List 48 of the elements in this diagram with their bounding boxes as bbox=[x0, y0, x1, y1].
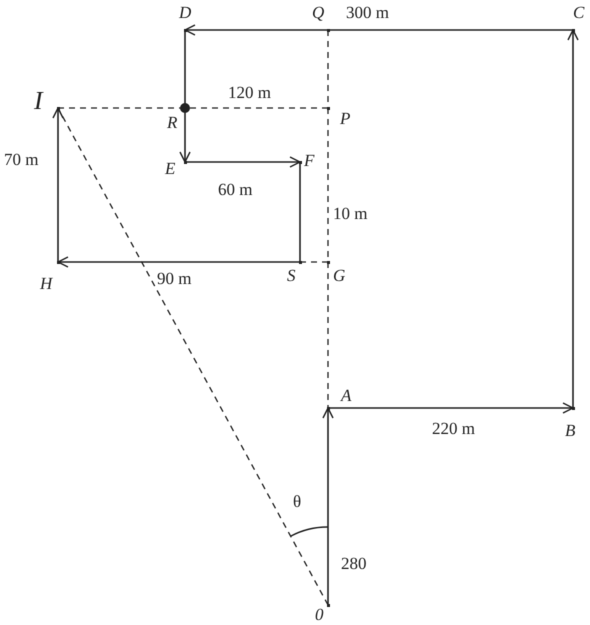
arrow bbox=[185, 156, 301, 168]
measure-label: 300 m bbox=[346, 4, 389, 21]
point-label: S bbox=[287, 267, 296, 284]
vertex-point bbox=[326, 260, 330, 264]
point-label: C bbox=[573, 4, 584, 21]
point-dot bbox=[180, 103, 190, 113]
arrow bbox=[57, 256, 300, 268]
arrow bbox=[328, 402, 574, 414]
measure-label: 70 m bbox=[4, 151, 38, 168]
vertex-point bbox=[184, 28, 186, 32]
point-label: E bbox=[165, 160, 176, 177]
point-label: P bbox=[340, 110, 350, 127]
point-label: F bbox=[304, 152, 314, 169]
point-label: D bbox=[179, 4, 192, 21]
measure-label: 120 m bbox=[228, 84, 271, 101]
measure-label: θ bbox=[293, 493, 302, 510]
point-label: G bbox=[333, 267, 346, 284]
measure-label: 220 m bbox=[432, 420, 475, 437]
vertex-point bbox=[326, 106, 330, 110]
vertex-point bbox=[326, 28, 330, 32]
arrow bbox=[52, 107, 64, 262]
point-label: I bbox=[34, 88, 43, 114]
vertex-point bbox=[298, 260, 302, 264]
measure-label: 10 m bbox=[333, 205, 368, 222]
vertex-point bbox=[184, 160, 186, 164]
point-label: H bbox=[40, 275, 52, 292]
dashed-line bbox=[57, 108, 329, 606]
point-label: A bbox=[341, 387, 352, 404]
vertex-point bbox=[326, 604, 330, 606]
dashed-line bbox=[300, 261, 328, 263]
arrow bbox=[184, 24, 573, 36]
point-label: Q bbox=[312, 4, 324, 21]
point-label: 0 bbox=[315, 606, 324, 623]
dashed-line bbox=[327, 262, 329, 408]
vertex-point bbox=[572, 406, 574, 410]
arrow bbox=[322, 407, 334, 605]
vertex-point bbox=[56, 106, 60, 110]
vertex-point bbox=[572, 28, 574, 32]
measure-label: 60 m bbox=[218, 181, 252, 198]
vertex-point bbox=[298, 160, 302, 164]
arrow bbox=[179, 30, 191, 163]
dashed-line bbox=[58, 107, 328, 109]
point-label: B bbox=[565, 422, 576, 439]
arrow bbox=[567, 29, 579, 408]
vertex-point bbox=[56, 260, 60, 264]
measure-label: 90 m bbox=[157, 270, 192, 287]
point-label: R bbox=[167, 114, 178, 131]
measure-label: 280 bbox=[341, 555, 366, 572]
